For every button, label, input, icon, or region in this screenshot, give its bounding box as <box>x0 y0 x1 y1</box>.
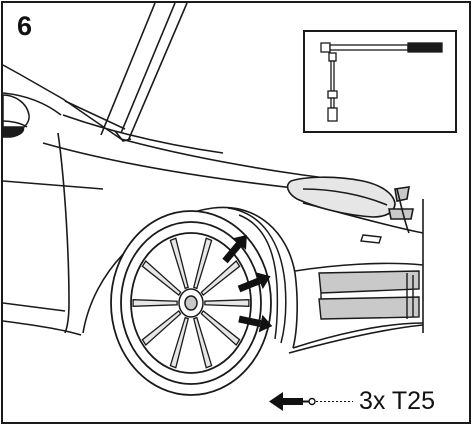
open-hood <box>64 3 188 142</box>
remove-arrow-icon <box>269 392 353 411</box>
screw-arrow-bottom <box>238 314 273 333</box>
rim-spoke <box>169 237 189 290</box>
car-illustration <box>3 3 457 411</box>
rim-spoke <box>200 309 241 346</box>
windshield <box>3 64 122 140</box>
rim-spoke <box>200 260 241 297</box>
side-mirror <box>3 94 30 138</box>
screw-arrow-middle <box>237 272 271 293</box>
headlight <box>286 176 414 234</box>
step-number: 6 <box>17 11 33 41</box>
screw-arrow-top <box>222 234 247 264</box>
lower-grille <box>318 270 420 320</box>
rim-spoke <box>141 309 182 346</box>
rim-spoke <box>169 316 189 369</box>
hub <box>178 288 204 318</box>
tool-inset <box>303 30 457 133</box>
washer-nozzle <box>360 234 382 244</box>
rim-spoke <box>193 237 213 290</box>
torx-screwdriver-icon <box>320 42 443 122</box>
rim <box>132 237 250 369</box>
screw-arrows <box>222 234 273 333</box>
rim-spoke <box>204 299 250 307</box>
rim-spoke <box>141 260 182 297</box>
car-body <box>3 114 424 354</box>
wheel-arch-liner <box>227 207 287 344</box>
screw-count-label: 3x T25 <box>359 387 435 415</box>
rim-spoke <box>132 299 178 307</box>
rim-spoke <box>193 316 213 369</box>
